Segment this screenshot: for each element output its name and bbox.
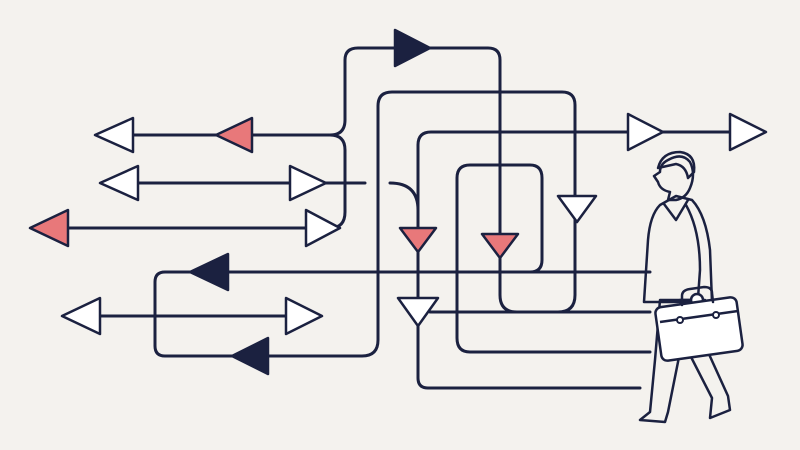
person-head [652, 155, 695, 202]
triangle-outline-icon [93, 116, 135, 154]
briefcase-clasp-left [676, 316, 684, 324]
triangle-outline-icon [288, 164, 328, 202]
triangle-outline-icon [556, 194, 598, 224]
triangle-outline-icon [396, 296, 440, 328]
triangle-outline-icon [728, 112, 768, 152]
triangle-solid-accent-icon [480, 232, 520, 260]
briefcase-icon [654, 285, 744, 362]
triangle-outline-icon [626, 112, 665, 152]
triangle-solid-accent-icon [28, 208, 70, 248]
person-collar [662, 198, 690, 222]
path-row-2-middle [388, 181, 642, 390]
path-exit-right [416, 130, 762, 232]
path-network [53, 46, 762, 390]
briefcase-strap [659, 309, 739, 324]
briefcase-handle [680, 285, 715, 307]
triangle-outline-icon [284, 296, 324, 336]
triangle-solid-dark-icon [188, 252, 230, 292]
briefcase-body [654, 296, 744, 362]
triangle-solid-accent-icon [398, 226, 438, 254]
triangle-outline-icon [304, 208, 342, 248]
arrow-heads [28, 28, 768, 376]
person-arm [684, 203, 702, 300]
briefcase-clasp-right [712, 311, 720, 319]
triangle-outline-icon [98, 164, 140, 202]
triangle-solid-dark-icon [393, 28, 432, 68]
person-coat [642, 194, 714, 304]
path-inner-box [455, 163, 652, 354]
businessman-walking-icon [638, 150, 732, 424]
triangle-solid-accent-icon [214, 116, 254, 154]
triangle-outline-icon [60, 296, 102, 336]
person-hair [656, 150, 696, 180]
triangle-solid-dark-icon [230, 336, 270, 376]
